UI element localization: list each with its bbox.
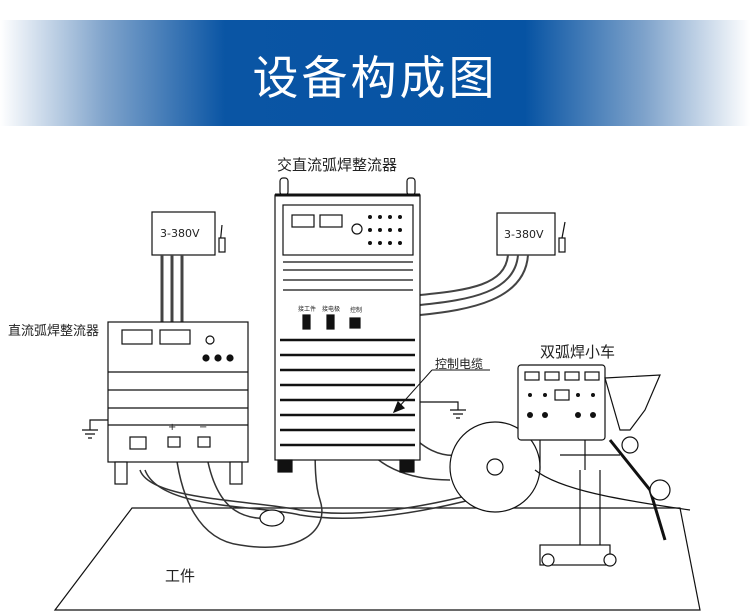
plus-terminal-label: +: [168, 422, 177, 433]
minus-terminal-label: −: [199, 422, 208, 433]
workpiece-label: 工件: [165, 567, 196, 585]
center-rectifier: [274, 177, 421, 473]
left-switch-voltage: 3-380V: [160, 227, 200, 240]
ground-symbol-right: [420, 401, 466, 419]
ground-symbol-left: [82, 419, 108, 439]
tractor-label: 双弧焊小车: [540, 343, 616, 361]
terminal-workpiece-label: 接工件: [298, 306, 317, 313]
terminal-electrode-label: 接电极: [322, 306, 341, 313]
terminal-control-label: 控制: [350, 307, 363, 314]
page-title: 设备构成图: [252, 51, 498, 105]
left-switch-box: [151, 211, 216, 256]
welding-tractor: [449, 364, 691, 567]
center-rectifier-label: 交直流弧焊整流器: [277, 156, 398, 174]
title-banner: 设备构成图: [0, 20, 750, 126]
right-switch-box: [496, 212, 556, 256]
left-rectifier: [107, 321, 249, 485]
control-cable-label: 控制电缆: [435, 357, 484, 371]
left-rectifier-label: 直流弧焊整流器: [8, 324, 100, 339]
cable-clamp: [259, 509, 285, 527]
right-switch-voltage: 3-380V: [504, 228, 544, 241]
